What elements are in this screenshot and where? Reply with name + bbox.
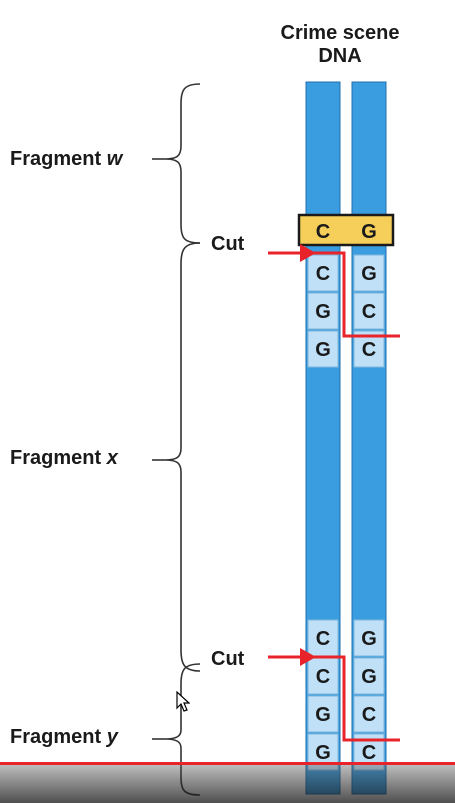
diagram-title: Crime scene DNA <box>255 22 425 68</box>
base-letter-left-site1-0: C <box>316 221 330 243</box>
base-box <box>307 330 339 368</box>
base-letter-right-site2-1: G <box>361 666 377 688</box>
video-progress-line <box>0 762 455 765</box>
recognition-site-highlight <box>297 213 395 247</box>
base-box <box>353 292 385 330</box>
base-box <box>307 254 339 292</box>
base-box <box>353 657 385 695</box>
base-letter-left-site2-0: C <box>316 628 330 650</box>
base-letter-left-site2-2: G <box>315 704 331 726</box>
base-box <box>353 695 385 733</box>
base-letter-right-site2-2: C <box>362 704 376 726</box>
base-letter-right-site1-3: C <box>362 339 376 361</box>
base-letter-left-site2-1: C <box>316 666 330 688</box>
base-box <box>353 619 385 657</box>
base-letter-right-site1-1: G <box>361 263 377 285</box>
base-letter-left-site2-3: G <box>315 742 331 764</box>
cut-label-1: Cut <box>211 233 245 255</box>
title-line-2: DNA <box>318 45 362 67</box>
cut-path-2 <box>268 648 400 742</box>
brace-fragment-w <box>152 83 201 244</box>
brace-fragment-x <box>152 242 201 672</box>
title-line-1: Crime scene <box>280 22 400 44</box>
base-letter-left-site1-3: G <box>315 339 331 361</box>
base-letter-left-site1-1: C <box>316 263 330 285</box>
base-box <box>307 695 339 733</box>
base-box <box>307 292 339 330</box>
base-letter-right-site1-2: C <box>362 301 376 323</box>
mouse-cursor-icon <box>176 691 190 712</box>
base-letter-right-site2-0: G <box>361 628 377 650</box>
base-letter-left-site1-2: G <box>315 301 331 323</box>
base-box <box>353 254 385 292</box>
cut-path-1 <box>268 244 400 338</box>
base-letter-right-site2-3: C <box>362 742 376 764</box>
fragment-y-label: Fragment y <box>10 726 118 748</box>
base-letter-right-site1-0: G <box>361 221 377 243</box>
cut-label-2: Cut <box>211 648 245 670</box>
fragment-x-label: Fragment x <box>10 447 118 469</box>
fragment-w-label: Fragment w <box>10 148 123 170</box>
video-control-bar <box>0 762 455 803</box>
